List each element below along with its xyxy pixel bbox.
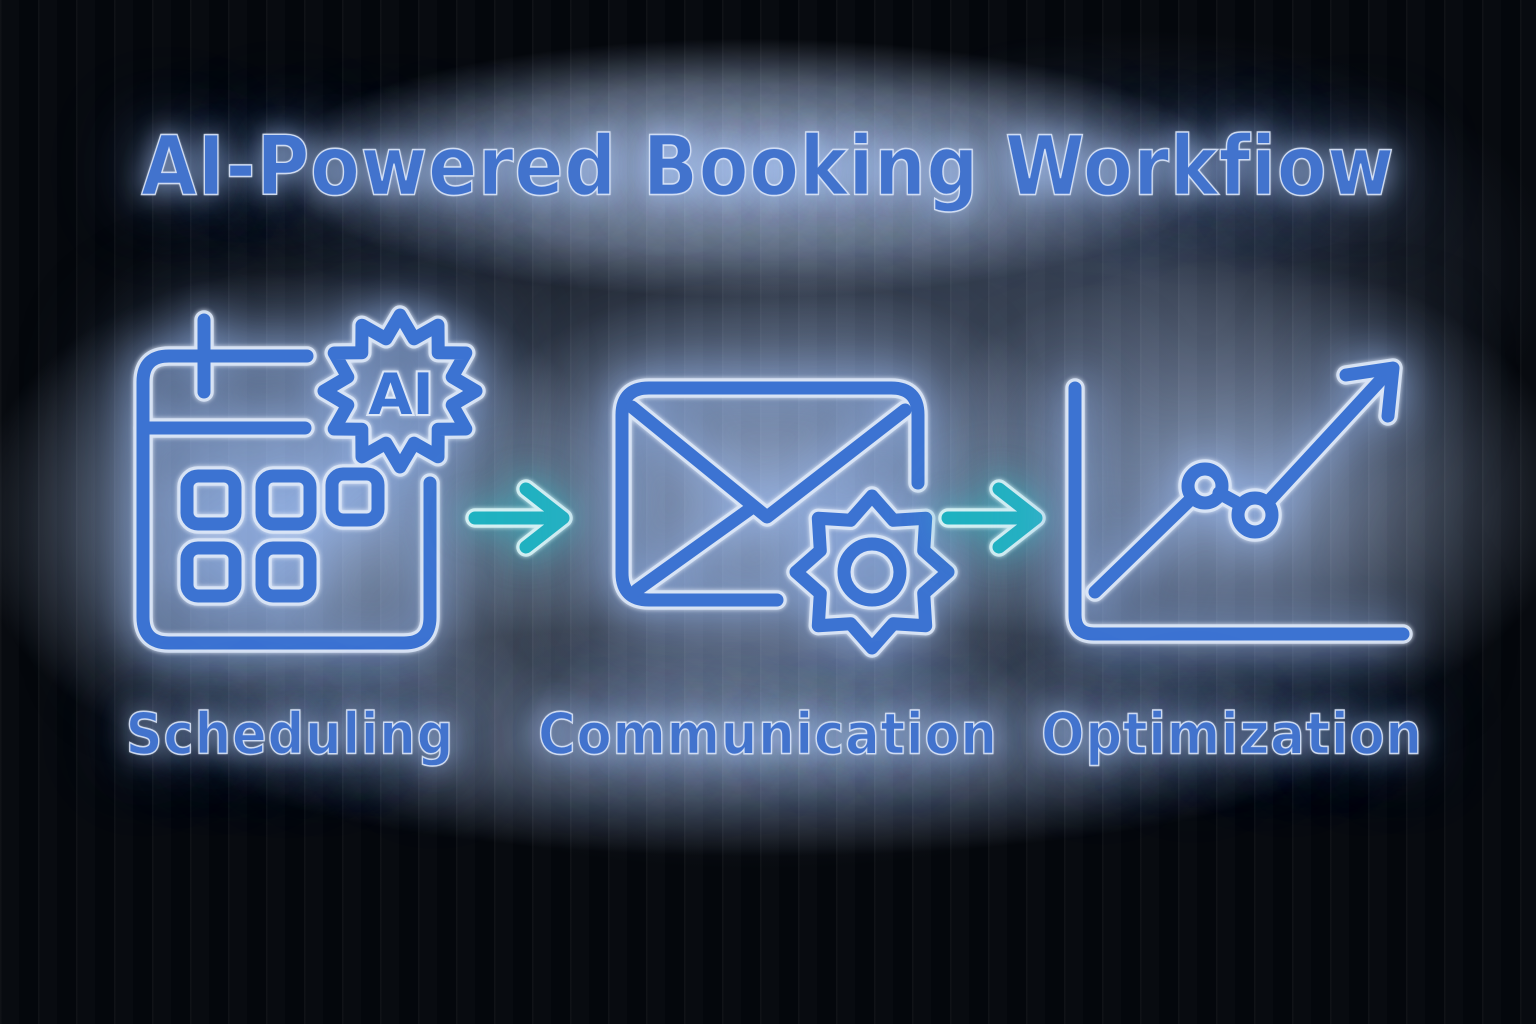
stage-label-optimization: Optimization [1041,701,1423,769]
stage-label-communication: Communication [537,701,998,769]
envelope-gear-icon [605,372,980,687]
arrow-right-icon [938,478,1058,558]
calendar-ai-icon: AI [125,308,485,663]
arrow-right-icon [465,478,585,558]
ai-badge-label: AI [368,362,433,428]
stage-label-scheduling: Scheduling [125,701,455,769]
page-title: AI-Powered Booking Workfiow [140,117,1395,214]
trend-chart-icon [1055,345,1430,655]
